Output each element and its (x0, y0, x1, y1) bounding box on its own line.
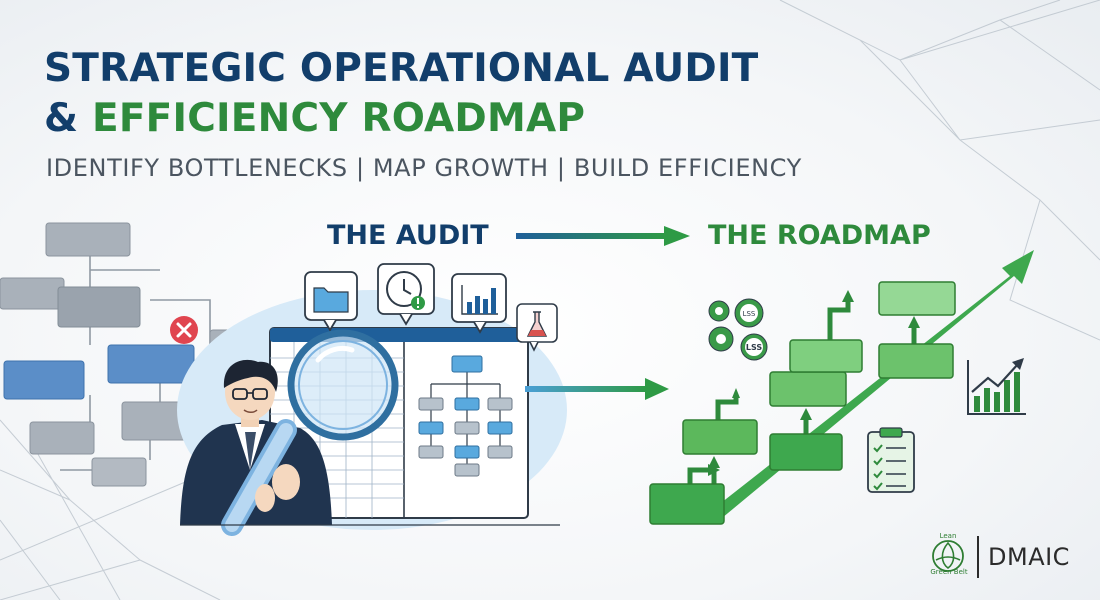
title-ampersand: & (44, 96, 92, 141)
roadmap-steps (649, 281, 956, 525)
subtitle: IDENTIFY BOTTLENECKS | MAP GROWTH | BUIL… (46, 154, 802, 182)
error-x-icon (170, 316, 198, 344)
magnifying-glass-icon (221, 329, 399, 536)
bar-chart-icon (451, 273, 507, 334)
logo-text-bottom: Green Belt (930, 568, 968, 576)
growth-chart-icon (967, 358, 1026, 415)
transition-arrow (525, 378, 669, 400)
page-title: STRATEGIC OPERATIONAL AUDIT & EFFICIENCY… (44, 44, 758, 144)
clock-alert-icon (377, 263, 435, 326)
gear-badge-2: LSS (746, 343, 763, 352)
folder-icon (304, 271, 358, 332)
brand-divider (977, 536, 979, 578)
roadmap-heading: THE ROADMAP (708, 220, 931, 251)
title-line-2: EFFICIENCY ROADMAP (92, 96, 586, 141)
brand-name: DMAIC (988, 543, 1070, 571)
title-line-1: STRATEGIC OPERATIONAL AUDIT (44, 46, 759, 91)
header-arrow (516, 226, 690, 246)
gear-icon: LSS LSS (708, 298, 768, 361)
flowchart-icon (418, 355, 513, 477)
flask-icon (516, 303, 558, 352)
logo-text-top: Lean (939, 532, 957, 540)
audit-heading: THE AUDIT (327, 220, 489, 251)
lean-green-belt-logo (932, 540, 964, 572)
checklist-icon (867, 427, 915, 493)
gear-badge-1: LSS (743, 310, 756, 318)
